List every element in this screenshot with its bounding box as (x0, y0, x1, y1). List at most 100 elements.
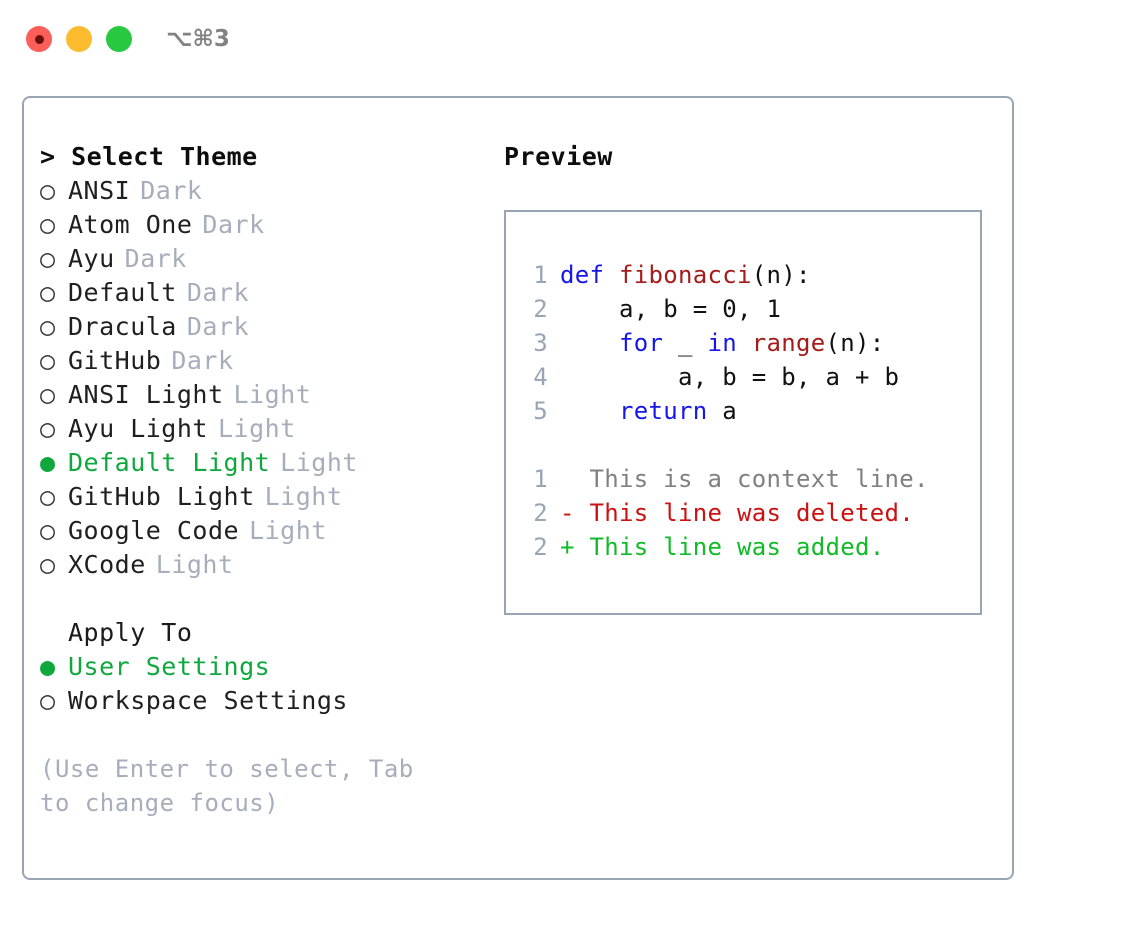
radio-unselected-icon: ○ (40, 380, 56, 409)
theme-option-label: Default (68, 278, 177, 307)
theme-option-default-light[interactable]: ● Default Light Light (40, 446, 494, 480)
code-token: a, b = b, a + b (560, 363, 900, 391)
theme-option-dracula[interactable]: ○ Dracula Dark (40, 310, 494, 344)
code-token: in (707, 329, 752, 357)
radio-unselected-icon: ○ (40, 176, 56, 205)
theme-option-label: Dracula (68, 312, 177, 341)
theme-option-label: Default Light (68, 448, 271, 477)
radio-unselected-icon: ○ (40, 414, 56, 443)
code-token: _ (678, 329, 708, 357)
theme-option-label: Ayu (68, 244, 115, 273)
theme-option-variant-tag: Dark (171, 346, 234, 375)
theme-option-label: XCode (68, 550, 146, 579)
radio-unselected-icon: ○ (40, 482, 56, 511)
diff-text: This line was added. (589, 533, 885, 561)
line-number: 2 (533, 499, 548, 527)
apply-to-option-workspace-settings[interactable]: ○ Workspace Settings (40, 684, 494, 718)
radio-unselected-icon: ○ (40, 686, 56, 715)
code-line: 2 a, b = 0, 1 (520, 292, 980, 326)
diff-text: This line was deleted. (589, 499, 914, 527)
line-number: 2 (533, 295, 548, 323)
radio-unselected-icon: ○ (40, 550, 56, 579)
apply-to-option-user-settings[interactable]: ●User Settings (40, 650, 494, 684)
radio-unselected-icon: ○ (40, 244, 56, 273)
titlebar: ⌥⌘3 (0, 0, 1140, 78)
preview-diff-block: 1 This is a context line.2- This line wa… (520, 462, 980, 564)
code-line: 1 def fibonacci(n): (520, 258, 980, 292)
theme-option-default[interactable]: ○ Default Dark (40, 276, 494, 310)
theme-option-variant-tag: Dark (186, 312, 250, 341)
theme-option-label: Google Code (68, 516, 240, 545)
apply-to-header: Apply To (68, 618, 193, 647)
zoom-button[interactable] (106, 26, 132, 52)
code-line: 4 a, b = b, a + b (520, 360, 980, 394)
radio-unselected-icon: ○ (40, 210, 56, 239)
theme-option-variant-tag: Light (249, 516, 327, 545)
code-token: range (751, 329, 826, 357)
code-token: a, b = 0, 1 (560, 295, 782, 323)
code-token: return (560, 397, 723, 425)
diff-text: This is a context line. (589, 465, 929, 493)
theme-option-ansi[interactable]: ○ ANSI Dark (40, 174, 494, 208)
theme-option-label: ANSI Light (68, 380, 224, 409)
theme-option-label: GitHub (68, 346, 162, 375)
line-number: 3 (533, 329, 548, 357)
section-spacer (40, 582, 494, 616)
keyboard-hint-text: (Use Enter to select, Tab to change focu… (40, 755, 429, 817)
keyboard-shortcut-label: ⌥⌘3 (166, 26, 230, 52)
apply-to-option-label: Workspace Settings (68, 686, 348, 715)
radio-selected-icon: ● (40, 652, 56, 681)
line-number: 2 (533, 533, 548, 561)
record-dot-icon (34, 34, 44, 44)
diff-line-ctx: 1 This is a context line. (520, 462, 980, 496)
theme-option-variant-tag: Dark (202, 210, 265, 239)
preview-gap (520, 428, 980, 462)
diff-line-del: 2- This line was deleted. (520, 496, 980, 530)
line-number: 4 (533, 363, 548, 391)
code-token: a (722, 397, 737, 425)
preview-header: Preview (504, 142, 613, 171)
code-token: (n): (825, 329, 885, 357)
diff-marker: + (560, 533, 590, 561)
theme-option-variant-tag: Light (217, 414, 296, 443)
close-button[interactable] (26, 26, 52, 52)
theme-option-label: ANSI (68, 176, 131, 205)
theme-option-variant-tag: Dark (140, 176, 203, 205)
theme-option-google-code[interactable]: ○ Google Code Light (40, 514, 494, 548)
code-line: 5 return a (520, 394, 980, 428)
theme-option-github[interactable]: ○ GitHub Dark (40, 344, 494, 378)
theme-option-variant-tag: Light (280, 448, 358, 477)
theme-option-variant-tag: Light (264, 482, 343, 511)
code-token: (n): (751, 261, 811, 289)
code-token: def (560, 261, 619, 289)
line-number: 1 (533, 261, 548, 289)
theme-option-label: Ayu Light (68, 414, 208, 443)
radio-unselected-icon: ○ (40, 346, 56, 375)
radio-unselected-icon: ○ (40, 278, 56, 307)
theme-option-variant-tag: Dark (186, 278, 250, 307)
radio-unselected-icon: ○ (40, 516, 56, 545)
diff-marker: - (560, 499, 590, 527)
radio-unselected-icon: ○ (40, 312, 56, 341)
minimize-button[interactable] (66, 26, 92, 52)
code-line: 3 for _ in range(n): (520, 326, 980, 360)
theme-option-ayu-light[interactable]: ○ Ayu Light Light (40, 412, 494, 446)
code-token: fibonacci (619, 261, 752, 289)
diff-line-add: 2 + This line was added. (520, 530, 980, 564)
window-controls (26, 26, 132, 52)
line-number: 1 (533, 465, 548, 493)
diff-marker (560, 465, 590, 493)
radio-selected-icon: ● (40, 448, 56, 477)
line-number: 5 (533, 397, 548, 425)
